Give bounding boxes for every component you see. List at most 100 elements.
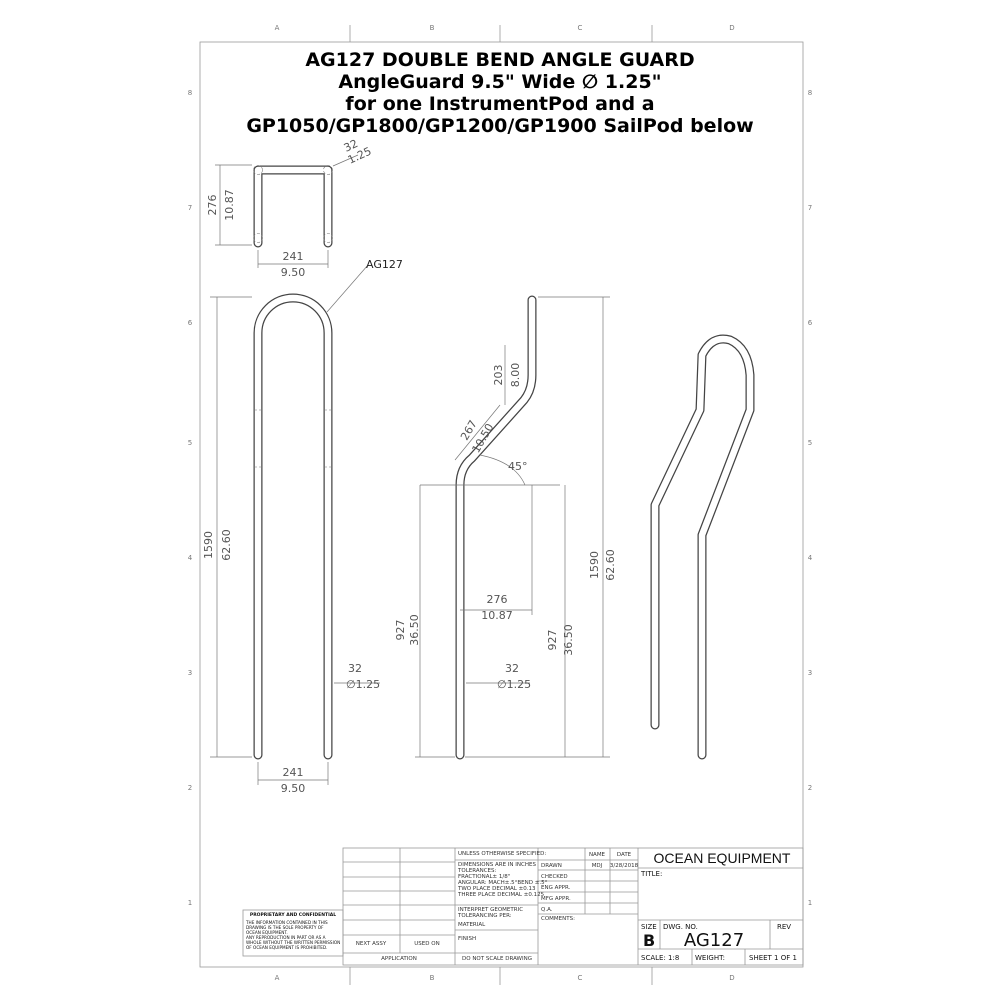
zone-row-right-3: 3 xyxy=(808,669,812,677)
top-view: 276 10.87 241 9.50 32 1.25 xyxy=(206,137,373,279)
zone-row-left-6: 6 xyxy=(188,319,193,327)
zone-col-a: A xyxy=(275,24,280,32)
zone-col-b-bottom: B xyxy=(430,974,435,982)
top-width-mm: 241 xyxy=(283,250,304,263)
tb-two-place: TWO PLACE DECIMAL ±0.13 xyxy=(457,886,536,892)
zone-row-right-4: 4 xyxy=(808,554,813,562)
zone-row-right-5: 5 xyxy=(808,439,812,447)
zone-row-left-1: 1 xyxy=(188,899,192,907)
drawing-border xyxy=(199,41,804,968)
front-width-in: 9.50 xyxy=(281,782,306,795)
tb-application: APPLICATION xyxy=(381,956,417,962)
zone-col-b: B xyxy=(430,24,435,32)
tb-proprietary-line: OF OCEAN EQUIPMENT IS PROHIBITED. xyxy=(246,945,327,950)
zone-row-left-2: 2 xyxy=(188,784,192,792)
zone-row-left-5: 5 xyxy=(188,439,192,447)
front-dia-in: ∅1.25 xyxy=(346,678,380,691)
front-height-in: 62.60 xyxy=(220,529,233,561)
tb-mfg-appr: MFG APPR. xyxy=(541,896,571,902)
zone-row-right-7: 7 xyxy=(808,204,812,212)
tb-dims: DIMENSIONS ARE IN INCHES xyxy=(458,862,536,868)
top-width-in: 9.50 xyxy=(281,266,306,279)
tb-proprietary-line: DRAWING IS THE SOLE PROPERTY OF xyxy=(246,925,324,930)
front-height-mm: 1590 xyxy=(202,531,215,559)
tb-interpret: INTERPRET GEOMETRIC xyxy=(458,907,523,913)
side-upper-in: 8.00 xyxy=(509,363,522,388)
tb-tolerancing: TOLERANCING PER: xyxy=(457,913,512,919)
front-width-mm: 241 xyxy=(283,766,304,779)
tb-unless: UNLESS OTHERWISE SPECIFIED: xyxy=(458,851,546,857)
tb-comments: COMMENTS: xyxy=(541,916,575,922)
part-callout: AG127 xyxy=(366,258,403,271)
side-lower-right-mm: 927 xyxy=(546,630,559,651)
side-offset-in: 10.87 xyxy=(481,609,513,622)
isometric-view xyxy=(650,334,755,760)
zone-row-left-4: 4 xyxy=(188,554,193,562)
tb-proprietary-line: THE INFORMATION CONTAINED IN THIS xyxy=(245,920,328,925)
side-height-in: 62.60 xyxy=(604,549,617,581)
zone-col-c-bottom: C xyxy=(578,974,583,982)
tb-company: OCEAN EQUIPMENT xyxy=(654,850,791,866)
side-upper-mm: 203 xyxy=(492,365,505,386)
tb-name-header: NAME xyxy=(589,852,606,858)
side-dia-mm: 32 xyxy=(505,662,519,675)
side-lower-left-mm: 927 xyxy=(394,620,407,641)
side-dia-in: ∅1.25 xyxy=(497,678,531,691)
tb-date-header: DATE xyxy=(617,852,632,858)
zone-row-left-8: 8 xyxy=(188,89,192,97)
zone-row-right-2: 2 xyxy=(808,784,812,792)
title-line-4: GP1050/GP1800/GP1200/GP1900 SailPod belo… xyxy=(246,115,753,137)
tb-drawn-name: MDJ xyxy=(592,863,603,869)
tb-finish: FINISH xyxy=(458,936,476,942)
tb-proprietary-line: OCEAN EQUIPMENT. xyxy=(246,930,288,935)
side-angle: 45° xyxy=(508,460,528,473)
tb-scale: SCALE: 1:8 xyxy=(641,954,679,962)
tb-dwg-no: AG127 xyxy=(684,930,744,951)
tb-dwg-no-label: DWG. NO. xyxy=(663,923,698,931)
zone-col-c: C xyxy=(578,24,583,32)
tb-proprietary-title: PROPRIETARY AND CONFIDENTIAL xyxy=(250,912,336,918)
zone-row-right-1: 1 xyxy=(808,899,812,907)
tb-next-assy: NEXT ASSY xyxy=(356,941,387,947)
side-offset-mm: 276 xyxy=(487,593,508,606)
tb-used-on: USED ON xyxy=(414,941,439,947)
tb-size-label: SIZE xyxy=(641,923,657,931)
zone-col-d: D xyxy=(729,24,734,32)
top-dia-mm: 32 xyxy=(342,137,360,155)
front-dia-mm: 32 xyxy=(348,662,362,675)
zone-col-a-bottom: A xyxy=(275,974,280,982)
top-height-in: 10.87 xyxy=(223,189,236,221)
tb-drawn-date: 3/28/2018 xyxy=(610,863,639,869)
zone-row-right-8: 8 xyxy=(808,89,812,97)
zone-col-d-bottom: D xyxy=(729,974,734,982)
tb-rev-label: REV xyxy=(777,923,791,931)
tb-fractional: FRACTIONAL± 1/8" xyxy=(458,874,510,880)
tb-checked: CHECKED xyxy=(541,874,568,880)
title-line-1: AG127 DOUBLE BEND ANGLE GUARD xyxy=(305,49,694,71)
side-lower-right-in: 36.50 xyxy=(562,624,575,656)
side-height-mm: 1590 xyxy=(588,551,601,579)
title-line-2: AngleGuard 9.5" Wide ∅ 1.25" xyxy=(338,71,661,93)
tb-size: B xyxy=(643,931,655,950)
title-line-3: for one InstrumentPod and a xyxy=(345,93,654,115)
side-view: 203 8.00 267 10.50 45° 276 10.87 927 36.… xyxy=(394,295,617,760)
side-lower-left-in: 36.50 xyxy=(408,614,421,646)
tb-qa: Q.A. xyxy=(541,907,553,913)
drawing-title: AG127 DOUBLE BEND ANGLE GUARD AngleGuard… xyxy=(246,49,753,137)
tb-drawn: DRAWN xyxy=(541,863,562,869)
tb-proprietary-line: WHOLE WITHOUT THE WRITTEN PERMISSION xyxy=(246,940,340,945)
title-block: UNLESS OTHERWISE SPECIFIED: DIMENSIONS A… xyxy=(242,847,804,966)
tb-weight: WEIGHT: xyxy=(695,954,725,962)
tb-eng-appr: ENG APPR. xyxy=(541,885,571,891)
tb-do-not-scale: DO NOT SCALE DRAWING xyxy=(462,956,532,962)
zone-row-left-3: 3 xyxy=(188,669,192,677)
tb-title-label: TITLE: xyxy=(640,870,662,878)
zone-row-left-7: 7 xyxy=(188,204,192,212)
tb-tolerances: TOLERANCES: xyxy=(457,868,497,874)
front-view: AG127 1590 62.60 32 ∅1.25 241 9.50 xyxy=(202,258,403,795)
tb-material: MATERIAL xyxy=(458,922,486,928)
tb-sheet: SHEET 1 OF 1 xyxy=(749,954,797,962)
tb-proprietary-line: ANY REPRODUCTION IN PART OR AS A xyxy=(246,935,326,940)
